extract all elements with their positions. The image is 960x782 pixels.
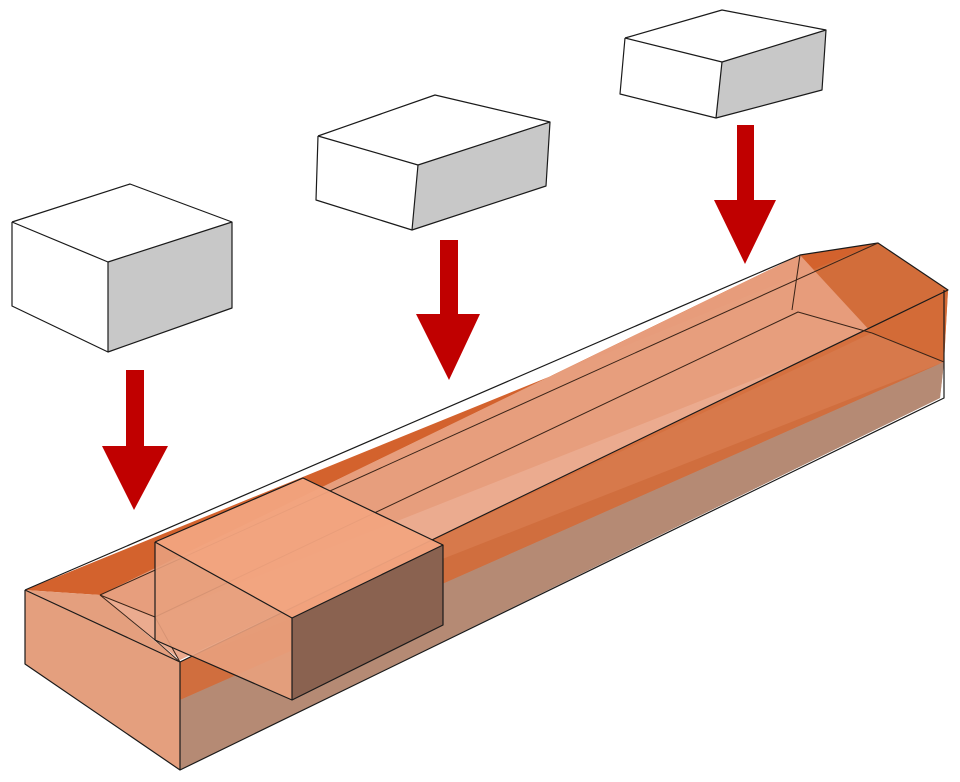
placed-block-side (292, 545, 443, 700)
down-arrow-2 (416, 240, 480, 380)
block-3 (619, 9, 827, 119)
block-2-front (316, 136, 418, 230)
block-1-side (108, 222, 232, 352)
channel-outline-top (24, 242, 949, 663)
placed-block-front (155, 542, 292, 700)
down-arrow-1-shape (102, 370, 168, 510)
down-arrow-1 (102, 370, 168, 510)
placed-block-top (155, 478, 443, 618)
block-3-front (620, 38, 722, 118)
block-1-front (12, 222, 108, 352)
block-1-top (12, 184, 232, 262)
block-2-top (318, 95, 550, 165)
block-2-side (412, 122, 550, 230)
down-arrow-3 (714, 125, 776, 264)
block-2-outline (315, 94, 551, 231)
block-1 (11, 183, 233, 353)
channel-left-end (25, 590, 180, 770)
block-2 (315, 94, 551, 231)
placed-block (154, 477, 444, 701)
block-3-vertical-edge (715, 61, 723, 119)
channel-inner-end-edge2 (871, 332, 945, 363)
block-1-outline (11, 183, 233, 353)
block-3-outline (619, 9, 827, 119)
placed-block-outline (154, 477, 444, 701)
channel-inner-end-edge (791, 254, 801, 311)
block-2-vertical-edge (411, 164, 419, 231)
down-arrow-2-shape (416, 240, 480, 380)
channel-front-body (180, 362, 944, 770)
block-3-top (625, 10, 826, 62)
down-arrow-3-shape (714, 125, 776, 264)
